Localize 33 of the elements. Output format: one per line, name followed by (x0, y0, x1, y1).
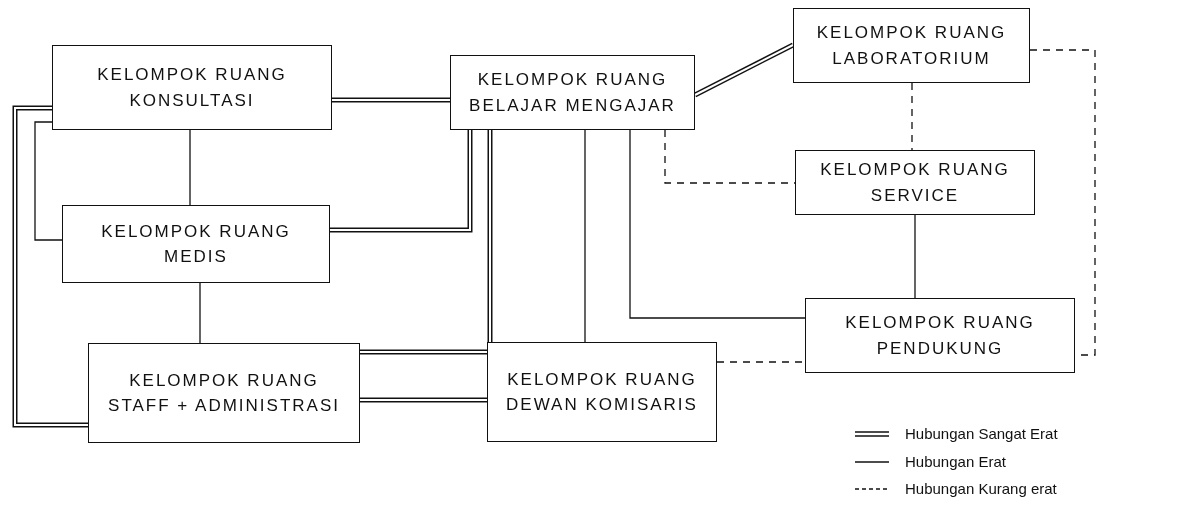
node-label: KELOMPOK RUANG DEWAN KOMISARIS (505, 368, 699, 416)
room-group-box (795, 150, 1035, 215)
connector-line (12, 105, 88, 428)
node-label: KELOMPOK RUANG MEDIS (100, 220, 292, 268)
node-label: KELOMPOK RUANG PENDUKUNG (844, 312, 1036, 360)
connector-line (584, 129, 586, 343)
node-label: KELOMPOK RUANG SERVICE (819, 159, 1011, 207)
connector-line (693, 42, 795, 98)
node-label: KELOMPOK RUANG LABORATORIUM (815, 22, 1008, 70)
legend-label: Hubungan Erat (905, 451, 1006, 472)
connector-line (1029, 49, 1096, 356)
connector-line (330, 130, 473, 233)
room-group-box (62, 205, 330, 283)
room-group-box (805, 298, 1075, 373)
legend-label: Hubungan Kurang erat (905, 479, 1057, 499)
connector-line (911, 82, 913, 151)
connector-line (629, 129, 806, 319)
connector-line (34, 121, 63, 241)
room-group-box (793, 8, 1030, 83)
room-group-box (88, 343, 360, 443)
node-label: KELOMPOK RUANG KONSULTASI (96, 64, 288, 112)
connector-line (360, 397, 487, 403)
node-label: KELOMPOK RUANG STAFF + ADMINISTRASI (107, 369, 341, 417)
room-group-box (487, 342, 717, 442)
connector-line (360, 130, 493, 355)
connector-line (199, 282, 201, 344)
connector-line (914, 214, 916, 299)
connector-line (189, 129, 191, 206)
connector-line (332, 97, 450, 103)
room-group-box (52, 45, 332, 130)
node-label: KELOMPOK RUANG BELAJAR MENGAJAR (468, 69, 677, 117)
room-group-box (450, 55, 695, 130)
legend-label: Hubungan Sangat Erat (905, 424, 1058, 444)
